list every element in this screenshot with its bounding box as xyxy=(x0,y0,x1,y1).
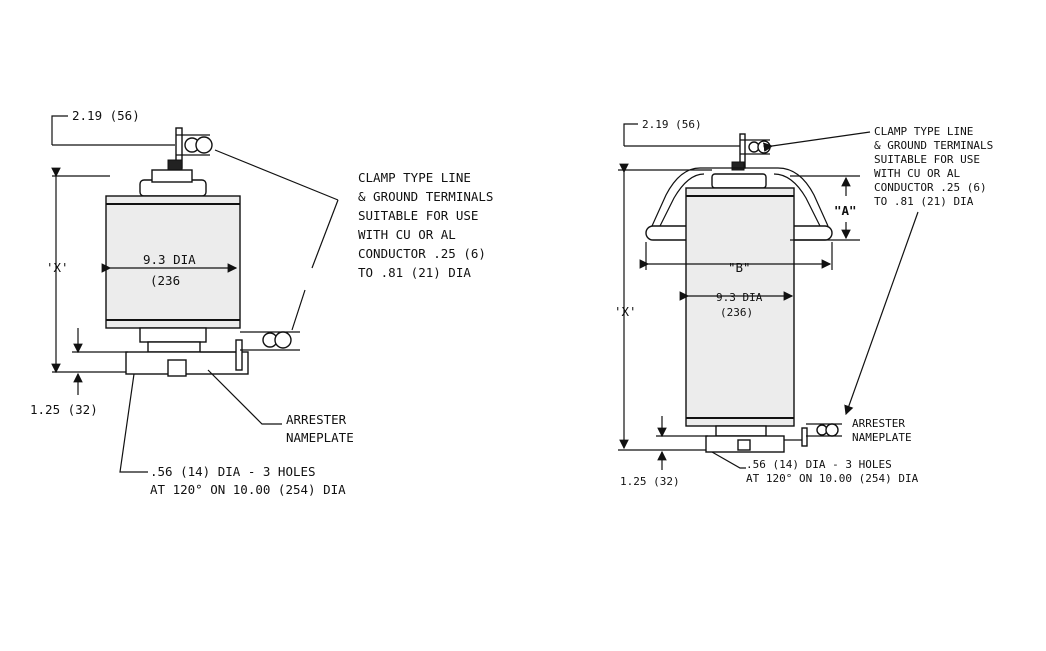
right-view: 2.19 (56) xyxy=(614,118,993,488)
left-bottom-terminal xyxy=(200,331,300,371)
right-holes-line-1: .56 (14) DIA - 3 HOLES xyxy=(746,458,892,471)
left-top-offset-label: 2.19 (56) xyxy=(72,108,140,123)
right-dia-label-1: 9.3 DIA xyxy=(716,291,763,304)
left-terminal-note: CLAMP TYPE LINE & GROUND TERMINALS SUITA… xyxy=(358,170,493,280)
left-note-line-5: CONDUCTOR .25 (6) xyxy=(358,246,486,261)
left-arrester-body xyxy=(105,169,249,377)
right-b-label: "B" xyxy=(728,260,751,275)
right-note-line-5: CONDUCTOR .25 (6) xyxy=(874,181,987,194)
left-note-line-4: WITH CU OR AL xyxy=(358,227,456,242)
left-note-line-6: TO .81 (21) DIA xyxy=(358,265,471,280)
right-arrester-body xyxy=(685,173,795,453)
left-top-terminal xyxy=(167,127,213,171)
right-note-line-1: CLAMP TYPE LINE xyxy=(874,125,973,138)
left-note-line-3: SUITABLE FOR USE xyxy=(358,208,478,223)
right-a-label: "A" xyxy=(834,203,857,218)
left-dia-label-1: 9.3 DIA xyxy=(143,252,196,267)
right-dia-label-2: (236) xyxy=(720,306,753,319)
left-note-line-1: CLAMP TYPE LINE xyxy=(358,170,471,185)
right-bottom-terminal xyxy=(784,423,842,447)
left-holes-line-2: AT 120° ON 10.00 (254) DIA xyxy=(150,482,346,497)
left-base-label: 1.25 (32) xyxy=(30,402,98,417)
right-holes-line-2: AT 120° ON 10.00 (254) DIA xyxy=(746,472,919,485)
left-dia-label-2: (236 xyxy=(150,273,180,288)
left-note-line-2: & GROUND TERMINALS xyxy=(358,189,493,204)
right-note-line-6: TO .81 (21) DIA xyxy=(874,195,974,208)
left-nameplate-line-1: ARRESTER xyxy=(286,412,347,427)
right-top-terminal xyxy=(731,133,771,171)
left-nameplate-line-2: NAMEPLATE xyxy=(286,430,354,445)
right-x-label: 'X' xyxy=(614,304,637,319)
right-base-label: 1.25 (32) xyxy=(620,475,680,488)
left-view: 2.19 (56) xyxy=(30,108,493,497)
left-holes-line-1: .56 (14) DIA - 3 HOLES xyxy=(150,464,316,479)
right-terminal-note: CLAMP TYPE LINE & GROUND TERMINALS SUITA… xyxy=(874,125,993,208)
right-top-offset-label: 2.19 (56) xyxy=(642,118,702,131)
right-note-line-4: WITH CU OR AL xyxy=(874,167,960,180)
right-nameplate-line-1: ARRESTER xyxy=(852,417,905,430)
right-note-line-2: & GROUND TERMINALS xyxy=(874,139,993,152)
left-x-label: 'X' xyxy=(46,260,69,275)
right-nameplate-line-2: NAMEPLATE xyxy=(852,431,912,444)
right-note-line-3: SUITABLE FOR USE xyxy=(874,153,980,166)
